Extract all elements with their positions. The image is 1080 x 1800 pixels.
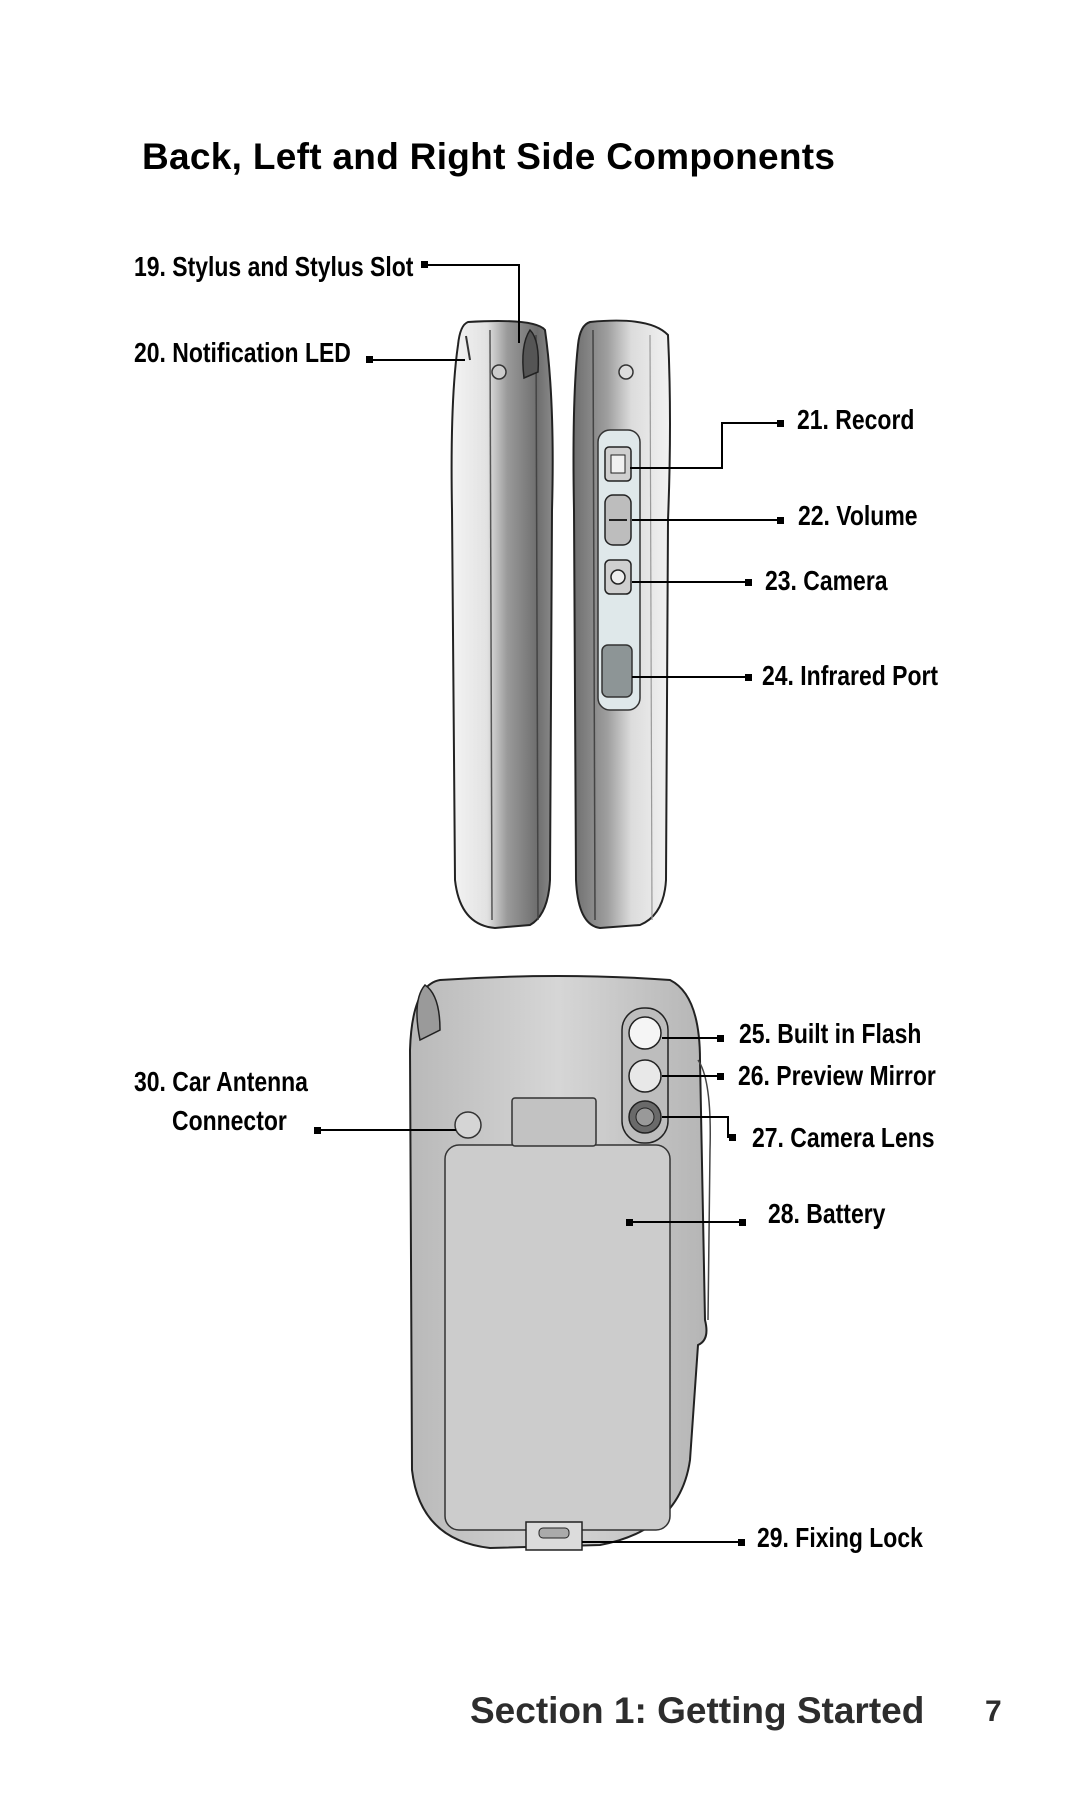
page-number: 7 xyxy=(985,1695,1002,1728)
section-footer: Section 1: Getting Started xyxy=(470,1690,925,1731)
label-stylus-slot: 19. Stylus and Stylus Slot xyxy=(134,251,414,282)
page-title: Back, Left and Right Side Components xyxy=(142,136,836,177)
label-car-antenna: 30. Car Antenna xyxy=(134,1066,308,1097)
label-record: 21. Record xyxy=(797,404,915,435)
label-fixing-lock: 29. Fixing Lock xyxy=(757,1522,923,1553)
label-camera-lens: 27. Camera Lens xyxy=(752,1122,935,1153)
label-volume: 22. Volume xyxy=(798,500,918,531)
left-side-view xyxy=(450,320,554,930)
label-preview-mirror: 26. Preview Mirror xyxy=(738,1060,936,1091)
label-infrared-port: 24. Infrared Port xyxy=(762,660,939,691)
label-camera: 23. Camera xyxy=(765,565,888,596)
label-car-antenna-connector: Connector xyxy=(172,1105,287,1136)
leader-lines xyxy=(318,264,780,1543)
label-built-in-flash: 25. Built in Flash xyxy=(739,1018,922,1049)
label-battery: 28. Battery xyxy=(768,1198,886,1229)
label-notification-led: 20. Notification LED xyxy=(134,337,351,368)
right-side-view xyxy=(572,319,671,930)
leader-endpoints xyxy=(314,261,784,1546)
back-view xyxy=(408,975,711,1551)
